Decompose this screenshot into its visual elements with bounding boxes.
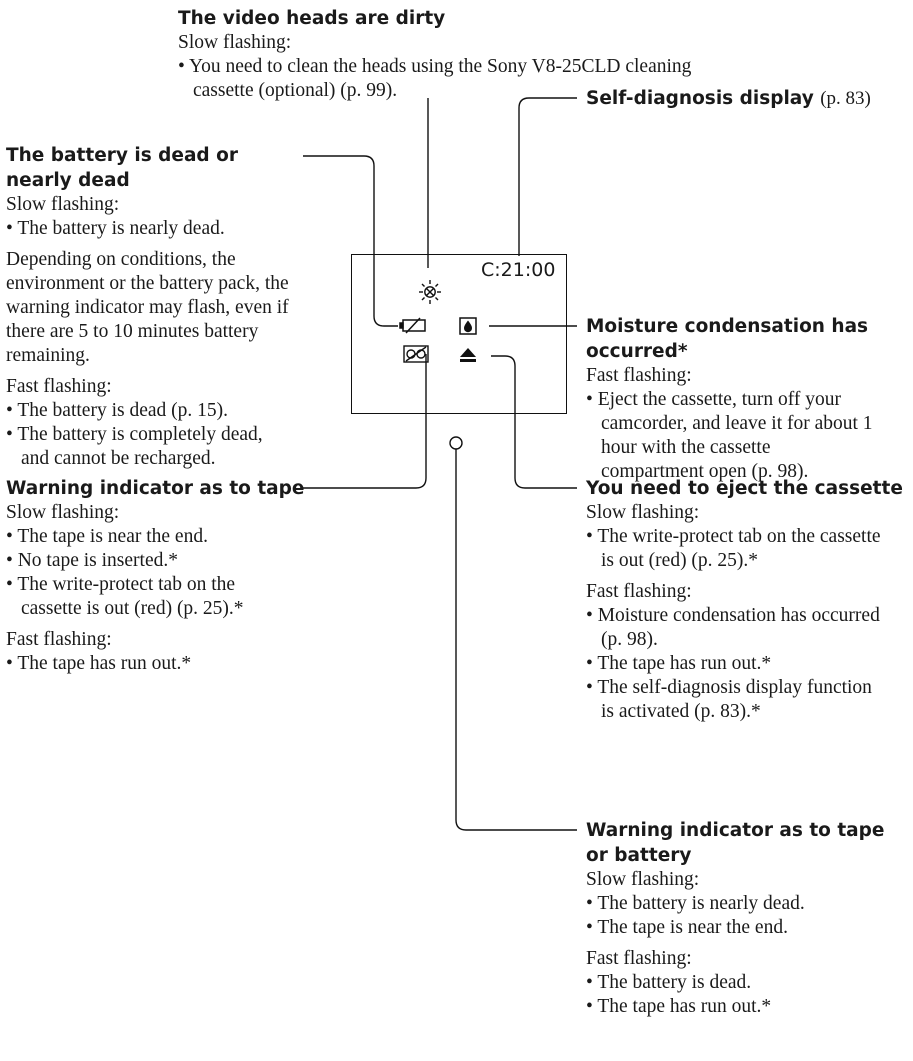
tape-warning-slow-label: Slow flashing:: [6, 502, 120, 523]
tape-warning-section: Warning indicator as to tape Slow flashi…: [6, 476, 326, 676]
battery-heading: The battery is dead or nearly dead: [6, 145, 238, 191]
counter-display: C:21:00: [481, 259, 556, 281]
tape-battery-slow-bullets: The battery is nearly dead. The tape is …: [586, 892, 906, 940]
bullet-item: Eject the cassette, turn off your camcor…: [586, 388, 876, 484]
moisture-fast-label: Fast flashing:: [586, 365, 692, 386]
leader-eject: [491, 355, 577, 489]
tape-warning-slow-bullets: The tape is near the end. No tape is ins…: [6, 525, 291, 621]
leader-tape-battery: [455, 449, 577, 831]
eject-slow-label: Slow flashing:: [586, 502, 700, 523]
warning-lamp: [449, 436, 463, 450]
bullet-item: The battery is nearly dead.: [586, 892, 906, 916]
bullet-item: The battery is dead.: [586, 971, 906, 995]
video-heads-heading: The video heads are dirty: [178, 8, 446, 29]
battery-note: Depending on conditions, the environment…: [6, 249, 289, 366]
leader-battery: [303, 155, 398, 327]
bullet-item: The write-protect tab on the cassette is…: [586, 525, 886, 573]
battery-section: The battery is dead or nearly dead Slow …: [6, 143, 304, 471]
bullet-item: The battery is completely dead, and cann…: [6, 423, 276, 471]
battery-slow-bullets: The battery is nearly dead.: [6, 217, 304, 241]
viewfinder-screen: C:21:00: [351, 254, 567, 414]
bullet-item: You need to clean the heads using the So…: [178, 55, 733, 103]
eject-slow-bullets: The write-protect tab on the cassette is…: [586, 525, 886, 573]
moisture-section: Moisture condensation has occurred* Fast…: [586, 314, 906, 484]
tape-warning-fast-label: Fast flashing:: [6, 629, 112, 650]
self-diagnosis-ref: (p. 83): [820, 88, 871, 109]
bullet-item: The battery is nearly dead.: [6, 217, 304, 241]
bullet-item: The tape is near the end.: [6, 525, 291, 549]
tape-battery-section: Warning indicator as to tape or battery …: [586, 818, 906, 1019]
tape-battery-fast-label: Fast flashing:: [586, 948, 692, 969]
battery-icon: [399, 317, 426, 334]
eject-icon: [460, 348, 476, 362]
bullet-item: No tape is inserted.*: [6, 549, 291, 573]
moisture-icon: [459, 317, 477, 335]
bullet-item: The tape has run out.*: [586, 652, 886, 676]
video-heads-slow-label: Slow flashing:: [178, 32, 292, 53]
tape-warning-fast-bullets: The tape has run out.*: [6, 652, 326, 676]
eject-heading: You need to eject the cassette: [586, 478, 903, 499]
bullet-item: The write-protect tab on the cassette is…: [6, 573, 291, 621]
bullet-item: The tape has run out.*: [6, 652, 326, 676]
tape-warning-heading: Warning indicator as to tape: [6, 478, 305, 499]
moisture-heading: Moisture condensation has occurred*: [586, 316, 869, 362]
video-heads-section: The video heads are dirty Slow flashing:…: [178, 6, 758, 103]
battery-fast-bullets: The battery is dead (p. 15). The battery…: [6, 399, 276, 471]
eject-section: You need to eject the cassette Slow flas…: [586, 476, 906, 724]
self-diagnosis-label: Self-diagnosis display (p. 83): [586, 86, 906, 111]
leader-tape: [303, 354, 427, 489]
battery-slow-label: Slow flashing:: [6, 194, 120, 215]
bullet-item: The battery is dead (p. 15).: [6, 399, 276, 423]
tape-icon: [403, 345, 429, 363]
bullet-item: The tape is near the end.: [586, 916, 906, 940]
bullet-item: Moisture condensation has occurred (p. 9…: [586, 604, 886, 652]
battery-fast-label: Fast flashing:: [6, 376, 112, 397]
eject-fast-bullets: Moisture condensation has occurred (p. 9…: [586, 604, 886, 724]
eject-fast-label: Fast flashing:: [586, 581, 692, 602]
tape-battery-slow-label: Slow flashing:: [586, 869, 700, 890]
video-heads-bullets: You need to clean the heads using the So…: [178, 55, 758, 103]
moisture-fast-bullets: Eject the cassette, turn off your camcor…: [586, 388, 876, 484]
bullet-item: The tape has run out.*: [586, 995, 906, 1019]
self-diagnosis-heading: Self-diagnosis display: [586, 88, 814, 109]
tape-battery-fast-bullets: The battery is dead. The tape has run ou…: [586, 971, 906, 1019]
video-head-icon: [419, 280, 441, 304]
bullet-item: The self-diagnosis display function is a…: [586, 676, 886, 724]
tape-battery-heading: Warning indicator as to tape or battery: [586, 820, 885, 866]
leader-self-diagnosis: [518, 97, 577, 256]
